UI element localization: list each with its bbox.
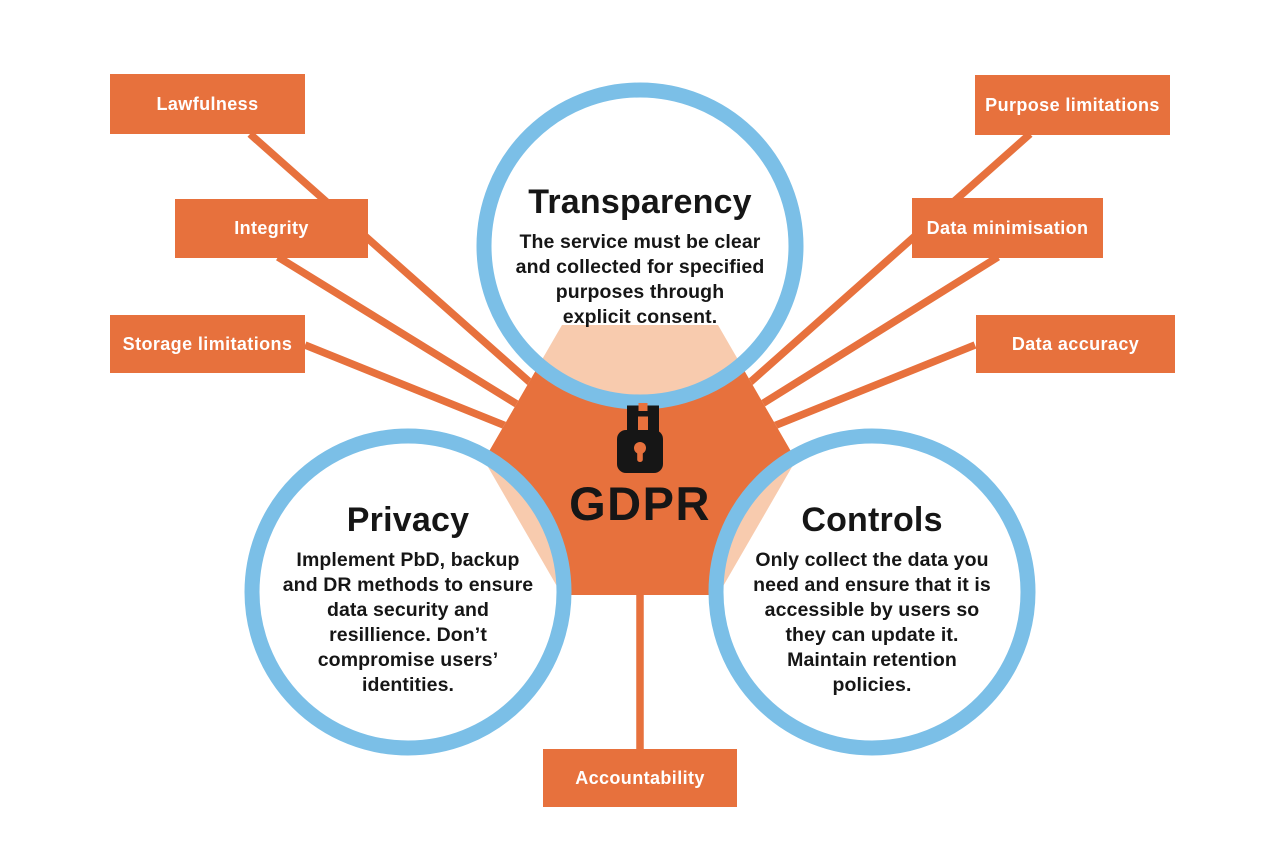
label-integrity: Integrity [175,199,368,258]
privacy-ring [244,428,572,756]
label-lawfulness: Lawfulness [110,74,305,134]
controls-ring [708,428,1036,756]
privacy-heading: Privacy [346,501,470,539]
privacy-description: Implement PbD, backup and DR methods to … [282,549,534,696]
padlock-icon [617,403,663,473]
label-storage-limitations: Storage limitations [110,315,305,373]
node-privacy: Privacy Implement PbD, backup and DR met… [238,500,578,698]
transparency-ring [476,82,804,410]
label-data-accuracy: Data accuracy [976,315,1175,373]
node-transparency: Transparency The service must be clear a… [468,182,812,330]
padlock-shackle-notch [638,403,648,411]
center-title: GDPR [569,477,711,530]
label-purpose-limitations: Purpose limitations [975,75,1170,135]
label-data-minimisation: Data minimisation [912,198,1103,258]
node-controls: Controls Only collect the data you need … [702,500,1042,698]
controls-description: Only collect the data you need and ensur… [753,549,991,696]
padlock-keyhole-stem [637,450,643,462]
circle-rings [244,82,1036,756]
transparency-heading: Transparency [528,183,752,221]
label-accountability: Accountability [543,749,737,807]
controls-heading: Controls [801,501,943,539]
transparency-description: The service must be clear and collected … [515,231,765,328]
padlock-keyhole [634,442,646,454]
